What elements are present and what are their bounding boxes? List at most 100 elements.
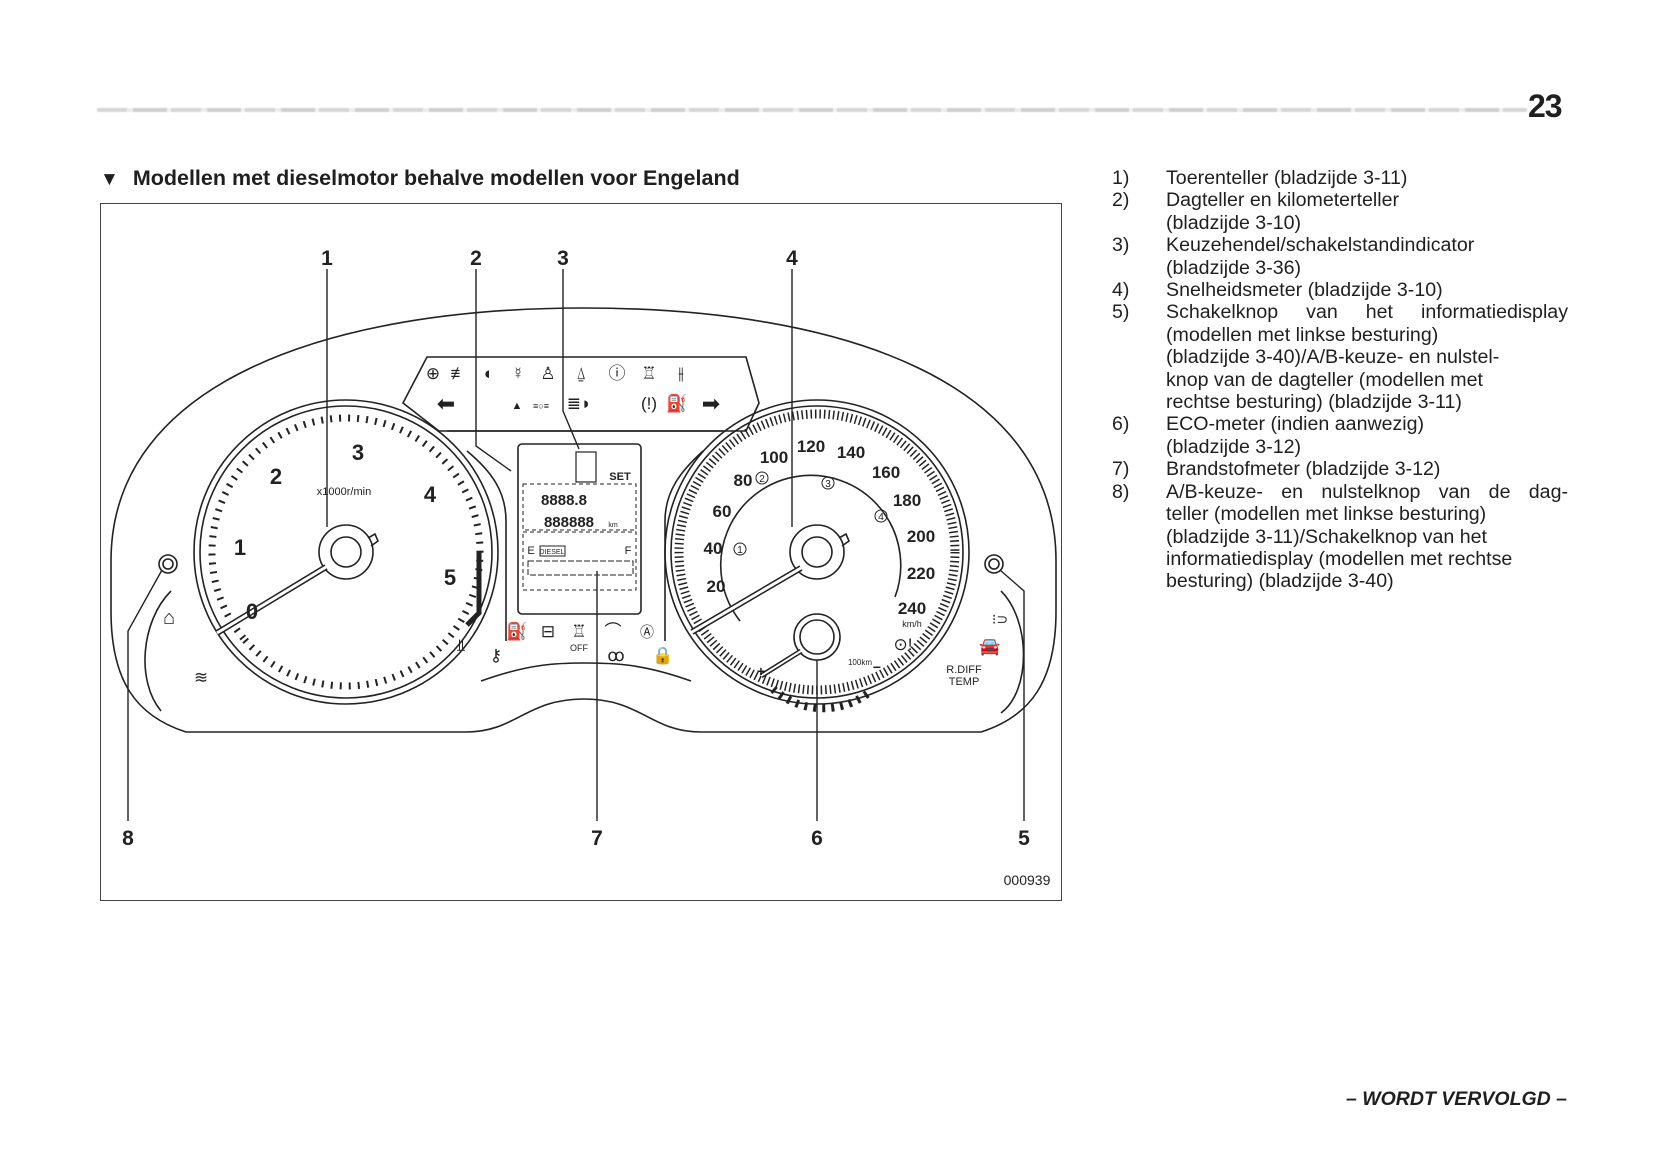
center-lcd: SET 8888.8 888888 km E F DIESEL [517, 443, 642, 615]
callout-5: 5 [1018, 827, 1030, 850]
callout-4: 4 [786, 247, 798, 270]
figure-id: 000939 [1004, 872, 1051, 888]
right-display-knob[interactable] [984, 554, 1004, 574]
lcd-trip: 8888.8 [541, 492, 587, 509]
callout-8: 8 [122, 827, 134, 850]
key-icon: ⚷ [490, 646, 502, 665]
tpms-icon: (!) [641, 394, 657, 413]
turn-right-icon: ➡ [702, 391, 720, 416]
tach-label: 5 [444, 565, 456, 590]
eco-label: 2 [759, 474, 765, 485]
position-light-icon: ◐ [484, 364, 494, 383]
legend-item: 8)A/B-keuze- en nulstelknop van de dag-t… [1112, 480, 1568, 593]
section-title-text: Modellen met dieselmotor behalve modelle… [132, 166, 740, 190]
coolant-temp-icon: ⫫ [456, 636, 466, 655]
legend-list: 1)Toerenteller (bladzijde 3-11) 2)Dagtel… [1112, 167, 1572, 593]
door-open-icon: ⍙ [576, 364, 586, 383]
fuel-empty-label: E [527, 545, 534, 557]
oil-pressure-icon: ⌒ [605, 622, 622, 641]
tach-label: 4 [424, 482, 437, 507]
legend-item: 5)Schakelknop van het informatiedisplay(… [1112, 301, 1568, 414]
vdc-off-label: OFF [570, 643, 588, 653]
callout-lines [127, 269, 1025, 821]
eco-minus: − [873, 659, 881, 675]
callout-3: 3 [557, 247, 569, 270]
down-triangle-icon: ▼ [100, 169, 119, 190]
front-fog-light-icon: ⊕ [426, 364, 440, 383]
lcd-surround [447, 430, 723, 641]
eco-label: 4 [878, 512, 884, 523]
speedo-label: 240 [898, 599, 926, 618]
tach-label: 0 [246, 599, 258, 624]
legend-item: 6)ECO-meter (indien aanwezig)(bladzijde … [1112, 413, 1425, 458]
fuel-icon: ⛽ [506, 621, 527, 641]
temp-label: TEMP [949, 676, 980, 688]
callout-1: 1 [321, 247, 333, 270]
battery-icon: ⊟ [541, 622, 555, 641]
fuel-type-label: DIESEL [540, 549, 565, 556]
tach-label: 3 [352, 440, 364, 465]
callout-7: 7 [591, 827, 603, 850]
rear-fog-light-icon: ≢ [451, 364, 468, 383]
section-title: ▼ Modellen met dieselmotor behalve modell… [100, 166, 740, 191]
tach-label: 2 [270, 464, 282, 489]
callout-2: 2 [470, 247, 482, 270]
dpf-icon: ⁝⊃ [992, 611, 1008, 627]
gear-indicator [575, 451, 597, 483]
fuel-bar-segments [527, 560, 634, 576]
car-icon: 🚘 [979, 637, 1000, 656]
power-steering-icon: ⊙! [894, 635, 913, 654]
eco-unit: 100km [848, 658, 872, 667]
lcd-odometer: 888888 [544, 514, 594, 531]
legend-item: 2)Dagteller en kilometerteller(bladzijde… [1112, 189, 1400, 234]
instrument-cluster-figure: 0 1 2 3 4 5 x1000r/min 20 40 60 80 100 [100, 203, 1062, 901]
fuel-filter-icon: ⛽ [666, 393, 687, 413]
lcd-odometer-unit: km [608, 522, 618, 529]
legend-item: 7)Brandstofmeter (bladzijde 3-12) [1112, 458, 1441, 481]
legend-item: 4)Snelheidsmeter (bladzijde 3-10) [1112, 279, 1443, 302]
cluster-housing [110, 307, 1057, 733]
airbag-icon: ☿ [512, 364, 525, 383]
speedo-label: 180 [893, 491, 921, 510]
speedo-label: 100 [760, 448, 788, 467]
eco-arc [719, 474, 902, 622]
eco-label: 3 [825, 479, 831, 490]
speedo-label: 220 [907, 564, 935, 583]
tach-label: 1 [234, 535, 246, 560]
coolant-low-icon: ≋ [194, 668, 208, 687]
vehicle-dynamics-icon: ♖ [641, 364, 656, 383]
rdiff-label: R.DIFF [946, 664, 982, 676]
speedo-label: 160 [872, 463, 900, 482]
brake-warning-icon: ⓘ [609, 364, 626, 383]
page-number: 23 [1528, 88, 1563, 124]
tach-ticks [208, 414, 484, 690]
glow-plug-icon: ꝏ [607, 646, 624, 665]
check-engine-icon: ⌂ [163, 607, 175, 629]
eco-label: 1 [737, 545, 743, 556]
fuel-full-label: F [625, 545, 632, 557]
high-beam-icon: ≣◗ [567, 394, 592, 413]
speedo-label: 60 [713, 502, 732, 521]
seatbelt-icon: ♙ [540, 364, 555, 383]
speedo-label: 200 [907, 527, 935, 546]
speedo-label: 120 [797, 437, 825, 456]
speedo-unit: km/h [902, 619, 922, 629]
cruise-icon: ≡○≡ [533, 401, 549, 411]
callout-6: 6 [811, 827, 823, 850]
speedo-label: 40 [704, 539, 723, 558]
tach-unit: x1000r/min [317, 486, 371, 498]
rear-fog-icon: ⫲ [678, 364, 684, 383]
abs-icon: Ⓐ [640, 624, 654, 640]
eco-plus: + [757, 663, 765, 679]
continued-footer: – WORDT VERVOLGD – [1345, 1088, 1567, 1110]
speedo-label: 80 [734, 471, 753, 490]
warning-icons: ⊕ ≢ ◐ ☿ ♙ ⍙ ⓘ ♖ ⫲ ⬅ ▲ ≡○≡ ≣◗ (!) ⛽ ➡ ⛽ ⊟… [163, 364, 1008, 688]
vdc-off-icon: ♖ [571, 622, 586, 641]
immobilizer-icon: 🔒 [652, 646, 673, 665]
speedo-label: 140 [837, 443, 865, 462]
turn-left-icon: ⬅ [437, 391, 455, 416]
hazard-icon: ▲ [512, 400, 523, 412]
legend-item: 1)Toerenteller (bladzijde 3-11) [1112, 167, 1408, 189]
left-trip-knob[interactable] [158, 554, 178, 574]
